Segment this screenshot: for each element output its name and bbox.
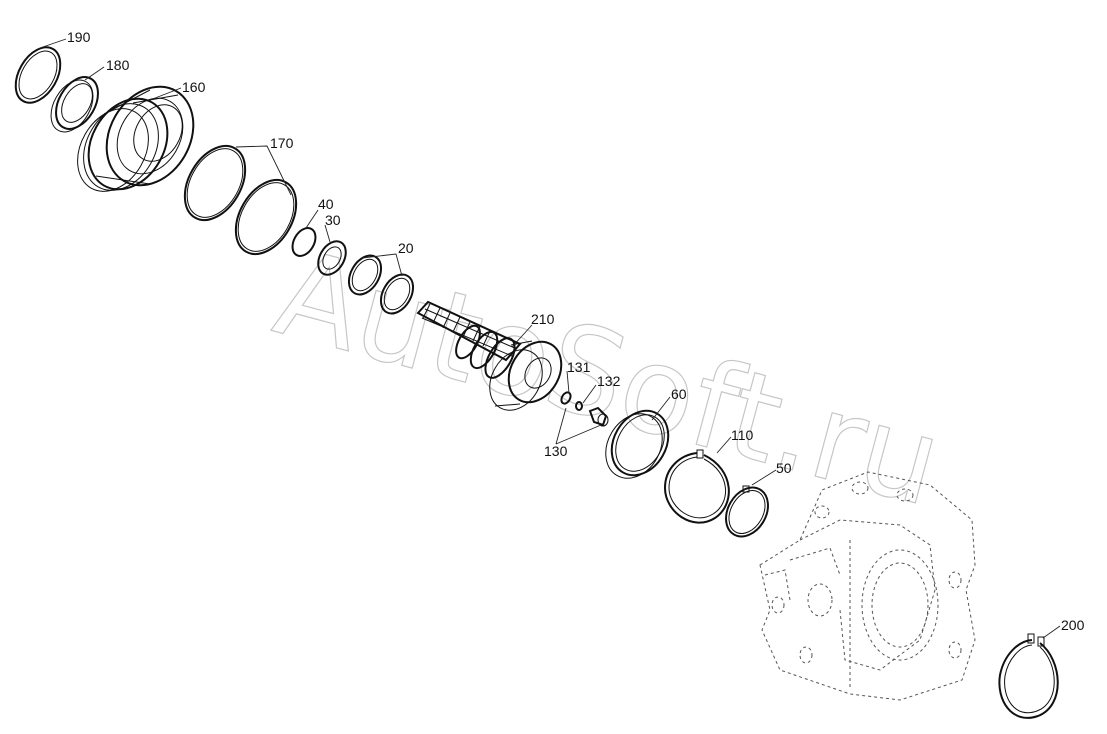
part-190-snap-ring [14, 46, 62, 104]
label-131: 131 [567, 359, 591, 375]
part-110-snap-ring [663, 449, 730, 524]
part-130-plug [588, 406, 609, 427]
part-20-rings [347, 254, 415, 315]
part-40-ring [291, 227, 317, 257]
part-132-pin [575, 401, 583, 411]
label-132: 132 [597, 373, 621, 389]
label-20: 20 [398, 240, 414, 256]
label-200: 200 [1061, 617, 1085, 633]
label-60: 60 [671, 386, 687, 402]
part-210-shaft [416, 300, 563, 411]
part-50-snap-ring [725, 485, 769, 538]
label-110: 110 [731, 427, 754, 443]
label-180: 180 [106, 57, 130, 73]
label-170: 170 [270, 135, 294, 151]
part-160-housing [77, 85, 195, 192]
part-180-seal [50, 76, 99, 133]
label-130: 130 [544, 443, 568, 459]
label-160: 160 [182, 79, 206, 95]
gearbox-housing [759, 471, 976, 701]
leader-lines [39, 38, 1061, 639]
part-170-o-rings [183, 145, 298, 255]
part-30-washer [317, 240, 347, 276]
label-40: 40 [318, 196, 334, 212]
label-210: 210 [531, 311, 555, 327]
part-200-snap-ring [998, 633, 1059, 719]
label-190: 190 [67, 29, 91, 45]
label-50: 50 [776, 460, 792, 476]
label-30: 30 [325, 212, 341, 228]
